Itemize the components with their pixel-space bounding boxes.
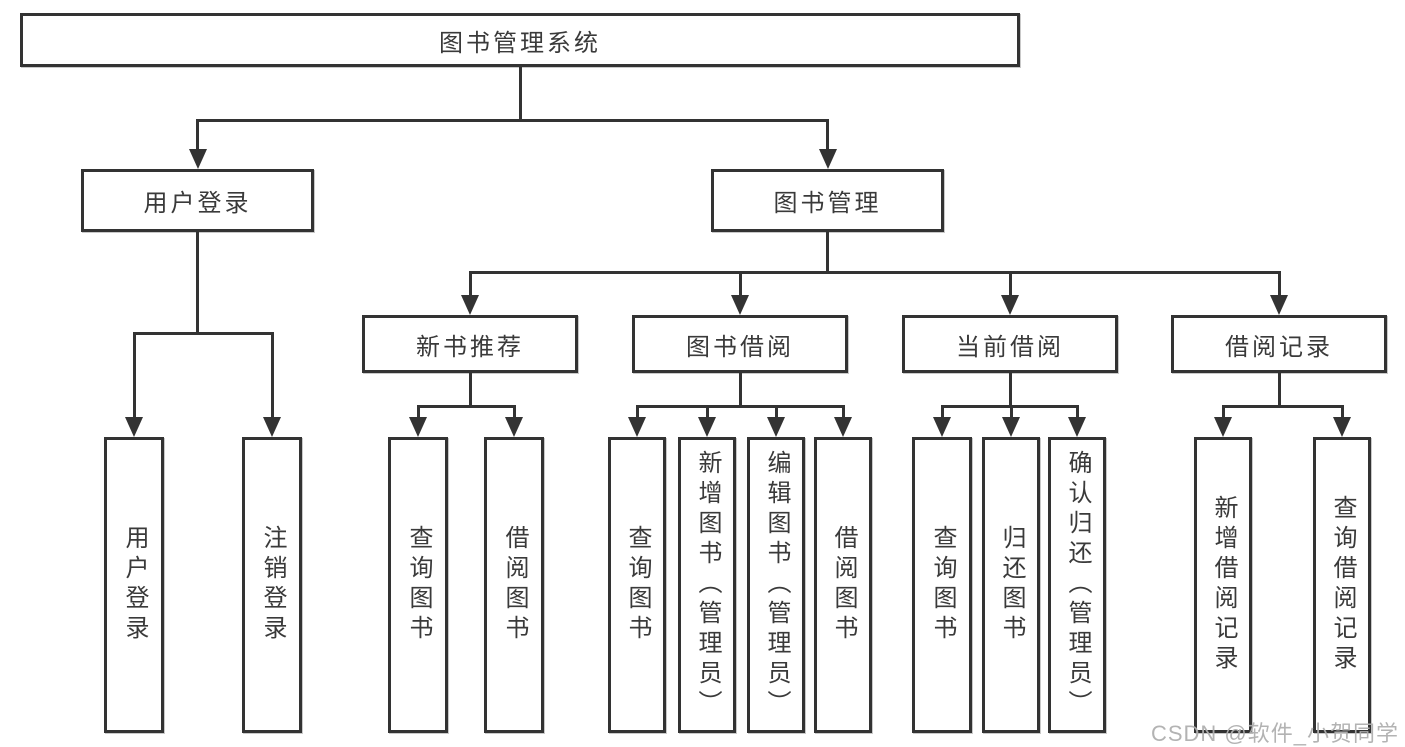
leaf-user-login: 用户登录 [104, 437, 164, 733]
arrow-down-icon [731, 295, 749, 315]
arrow-down-icon [818, 149, 837, 169]
connector-book-mgmt-bar [468, 270, 1281, 274]
arrow-down-icon [1068, 417, 1086, 437]
node-borrowing-records: 借阅记录 [1171, 315, 1387, 373]
leaf-add-borrow-record-label: 新增借阅记录 [1210, 495, 1237, 675]
connector-stem [635, 404, 639, 419]
leaf-query-books-borrowing-label: 查询图书 [624, 525, 651, 645]
connector-stem-current-borrow [1008, 270, 1012, 297]
arrow-down-icon [125, 417, 143, 437]
node-book-management-label: 图书管理 [773, 190, 882, 217]
connector-stem [940, 404, 944, 419]
connector-stem [774, 404, 778, 419]
node-book-borrowing: 图书借阅 [632, 315, 848, 373]
leaf-query-books-recommend-label: 查询图书 [405, 525, 432, 645]
connector-new-book-trunk [468, 373, 472, 406]
node-library-system: 图书管理系统 [20, 13, 1020, 67]
connector-new-book-bar [416, 404, 516, 408]
connector-stem-book-management [826, 118, 829, 151]
node-current-borrowing: 当前借阅 [902, 315, 1118, 373]
node-user-login-branch: 用户登录 [81, 169, 314, 232]
leaf-borrow-books-borrowing-label: 借阅图书 [830, 525, 857, 645]
node-user-login-label: 用户登录 [143, 190, 252, 217]
connector-stem-leaf-login [132, 331, 136, 419]
arrow-down-icon [1270, 295, 1288, 315]
leaf-query-borrow-record-label: 查询借阅记录 [1329, 495, 1356, 675]
leaf-confirm-return-admin-label: 确认归还（管理员） [1064, 450, 1091, 720]
leaf-confirm-return-admin: 确认归还（管理员） [1048, 437, 1106, 733]
node-library-system-label: 图书管理系统 [439, 29, 601, 57]
leaf-query-books-borrowing: 查询图书 [608, 437, 666, 733]
connector-book-borrow-bar [635, 404, 845, 408]
connector-borrow-records-trunk [1277, 373, 1281, 406]
arrow-down-icon [1333, 417, 1351, 437]
node-new-book-recommendation: 新书推荐 [362, 315, 578, 373]
leaf-return-book-label: 归还图书 [998, 525, 1025, 645]
arrow-down-icon [505, 417, 523, 437]
connector-stem-book-borrow [738, 270, 742, 297]
connector-stem [1340, 404, 1344, 419]
arrow-down-icon [263, 417, 281, 437]
arrow-down-icon [409, 417, 427, 437]
connector-stem [705, 404, 709, 419]
connector-stem-new-book [468, 270, 472, 297]
arrow-down-icon [767, 417, 785, 437]
watermark: CSDN @软件_小贺同学 [1150, 721, 1399, 746]
connector-stem-leaf-logout [270, 331, 274, 419]
connector-stem-borrow-records [1277, 270, 1281, 297]
node-borrowing-records-label: 借阅记录 [1225, 333, 1333, 361]
leaf-borrow-books-borrowing: 借阅图书 [814, 437, 872, 733]
leaf-borrow-books-recommend-label: 借阅图书 [501, 525, 528, 645]
connector-root-trunk [518, 67, 522, 120]
connector-stem [416, 404, 420, 419]
leaf-add-book-admin-label: 新增图书（管理员） [694, 450, 721, 720]
leaf-user-login-label: 用户登录 [121, 525, 148, 645]
leaf-return-book: 归还图书 [982, 437, 1040, 733]
connector-book-borrow-trunk [738, 373, 742, 406]
arrow-down-icon [1214, 417, 1232, 437]
connector-stem [1075, 404, 1079, 419]
arrow-down-icon [933, 417, 951, 437]
leaf-borrow-books-recommend: 借阅图书 [484, 437, 544, 733]
connector-book-mgmt-trunk [826, 232, 829, 272]
leaf-query-borrow-record: 查询借阅记录 [1313, 437, 1371, 733]
leaf-edit-book-admin: 编辑图书（管理员） [747, 437, 805, 733]
connector-user-login-bar [132, 331, 274, 335]
leaf-edit-book-admin-label: 编辑图书（管理员） [763, 450, 790, 720]
connector-stem [1009, 404, 1013, 419]
arrow-down-icon [834, 417, 852, 437]
connector-stem-user-login [196, 118, 199, 151]
arrow-down-icon [628, 417, 646, 437]
node-current-borrowing-label: 当前借阅 [956, 333, 1064, 361]
leaf-add-book-admin: 新增图书（管理员） [678, 437, 736, 733]
arrow-down-icon [698, 417, 716, 437]
arrow-down-icon [461, 295, 479, 315]
node-new-book-recommendation-label: 新书推荐 [416, 333, 524, 361]
leaf-query-books-recommend: 查询图书 [388, 437, 448, 733]
connector-borrow-records-bar [1221, 404, 1344, 408]
leaf-query-books-current-label: 查询图书 [929, 525, 956, 645]
connector-user-login-trunk [196, 232, 199, 333]
arrow-down-icon [1001, 295, 1019, 315]
leaf-query-books-current: 查询图书 [912, 437, 972, 733]
connector-stem [512, 404, 516, 419]
arrow-down-icon [1002, 417, 1020, 437]
node-book-management: 图书管理 [711, 169, 944, 232]
leaf-logout-login: 注销登录 [242, 437, 302, 733]
connector-current-borrow-trunk [1008, 373, 1012, 406]
leaf-add-borrow-record: 新增借阅记录 [1194, 437, 1252, 733]
arrow-down-icon [188, 149, 207, 169]
connector-root-bar [196, 118, 829, 122]
connector-stem [841, 404, 845, 419]
leaf-logout-login-label: 注销登录 [259, 525, 286, 645]
connector-stem [1221, 404, 1225, 419]
node-book-borrowing-label: 图书借阅 [686, 333, 794, 361]
